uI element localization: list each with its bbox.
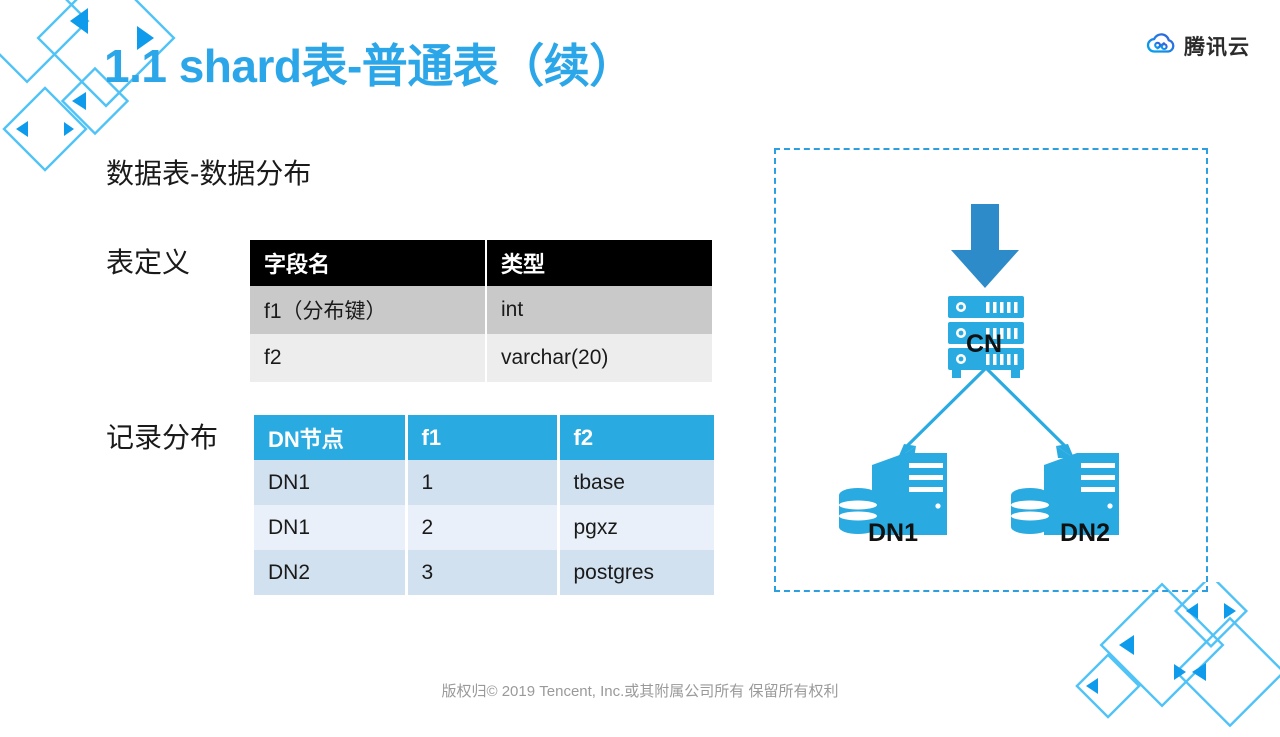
database-server-icon [1011,453,1119,535]
cell-dn-node: DN1 [254,505,406,550]
table-row: DN2 3 postgres [254,550,714,595]
table-definition: 字段名 类型 f1（分布键） int f2 varchar(20) [250,240,712,382]
table-row: DN1 1 tbase [254,460,714,505]
table-header-row: 字段名 类型 [250,240,712,286]
cell-f2: pgxz [556,505,714,550]
cell-f2: postgres [556,550,714,595]
node-label-dn1: DN1 [867,519,918,547]
cell-field-name: f1（分布键） [250,286,486,334]
node-label-cn: CN [965,330,1003,358]
table-header-row: DN节点 f1 f2 [254,415,714,460]
table-definition-label: 表定义 [106,247,191,278]
column-header-type: 类型 [485,240,712,286]
page-title: 1.1 shard表-普通表（续） [104,40,635,92]
table-row: DN1 2 pgxz [254,505,714,550]
cell-type: int [485,286,712,334]
column-header-field-name: 字段名 [250,240,486,286]
cell-f1: 3 [404,550,558,595]
column-header-f2: f2 [556,415,714,460]
cell-type: varchar(20) [485,334,712,382]
topology-panel [774,148,1208,592]
record-distribution-label: 记录分布 [106,422,219,453]
cell-f1: 2 [404,505,558,550]
cell-field-name: f2 [250,334,486,382]
cloud-icon [1146,32,1176,60]
down-arrow-icon [951,204,1019,288]
cell-f1: 1 [404,460,558,505]
topology-edges [901,366,1071,452]
cell-f2: tbase [556,460,714,505]
brand-logo: 腾讯云 [1146,31,1250,61]
server-rack-icon [948,296,1024,378]
table-row: f1（分布键） int [250,286,712,334]
column-header-f1: f1 [404,415,558,460]
footer-copyright: 版权归© 2019 Tencent, Inc.或其附属公司所有 保留所有权利 [441,683,839,700]
database-server-icon [839,453,947,535]
decor-diamonds-bottom-right [1074,573,1280,737]
node-label-dn2: DN2 [1059,519,1110,547]
section-heading: 数据表-数据分布 [106,158,312,189]
table-record-distribution: DN节点 f1 f2 DN1 1 tbase DN1 2 pgxz DN2 3 … [254,415,714,595]
cell-dn-node: DN1 [254,460,406,505]
brand-name: 腾讯云 [1184,36,1250,59]
cell-dn-node: DN2 [254,550,406,595]
column-header-dn-node: DN节点 [254,415,406,460]
table-row: f2 varchar(20) [250,334,712,382]
